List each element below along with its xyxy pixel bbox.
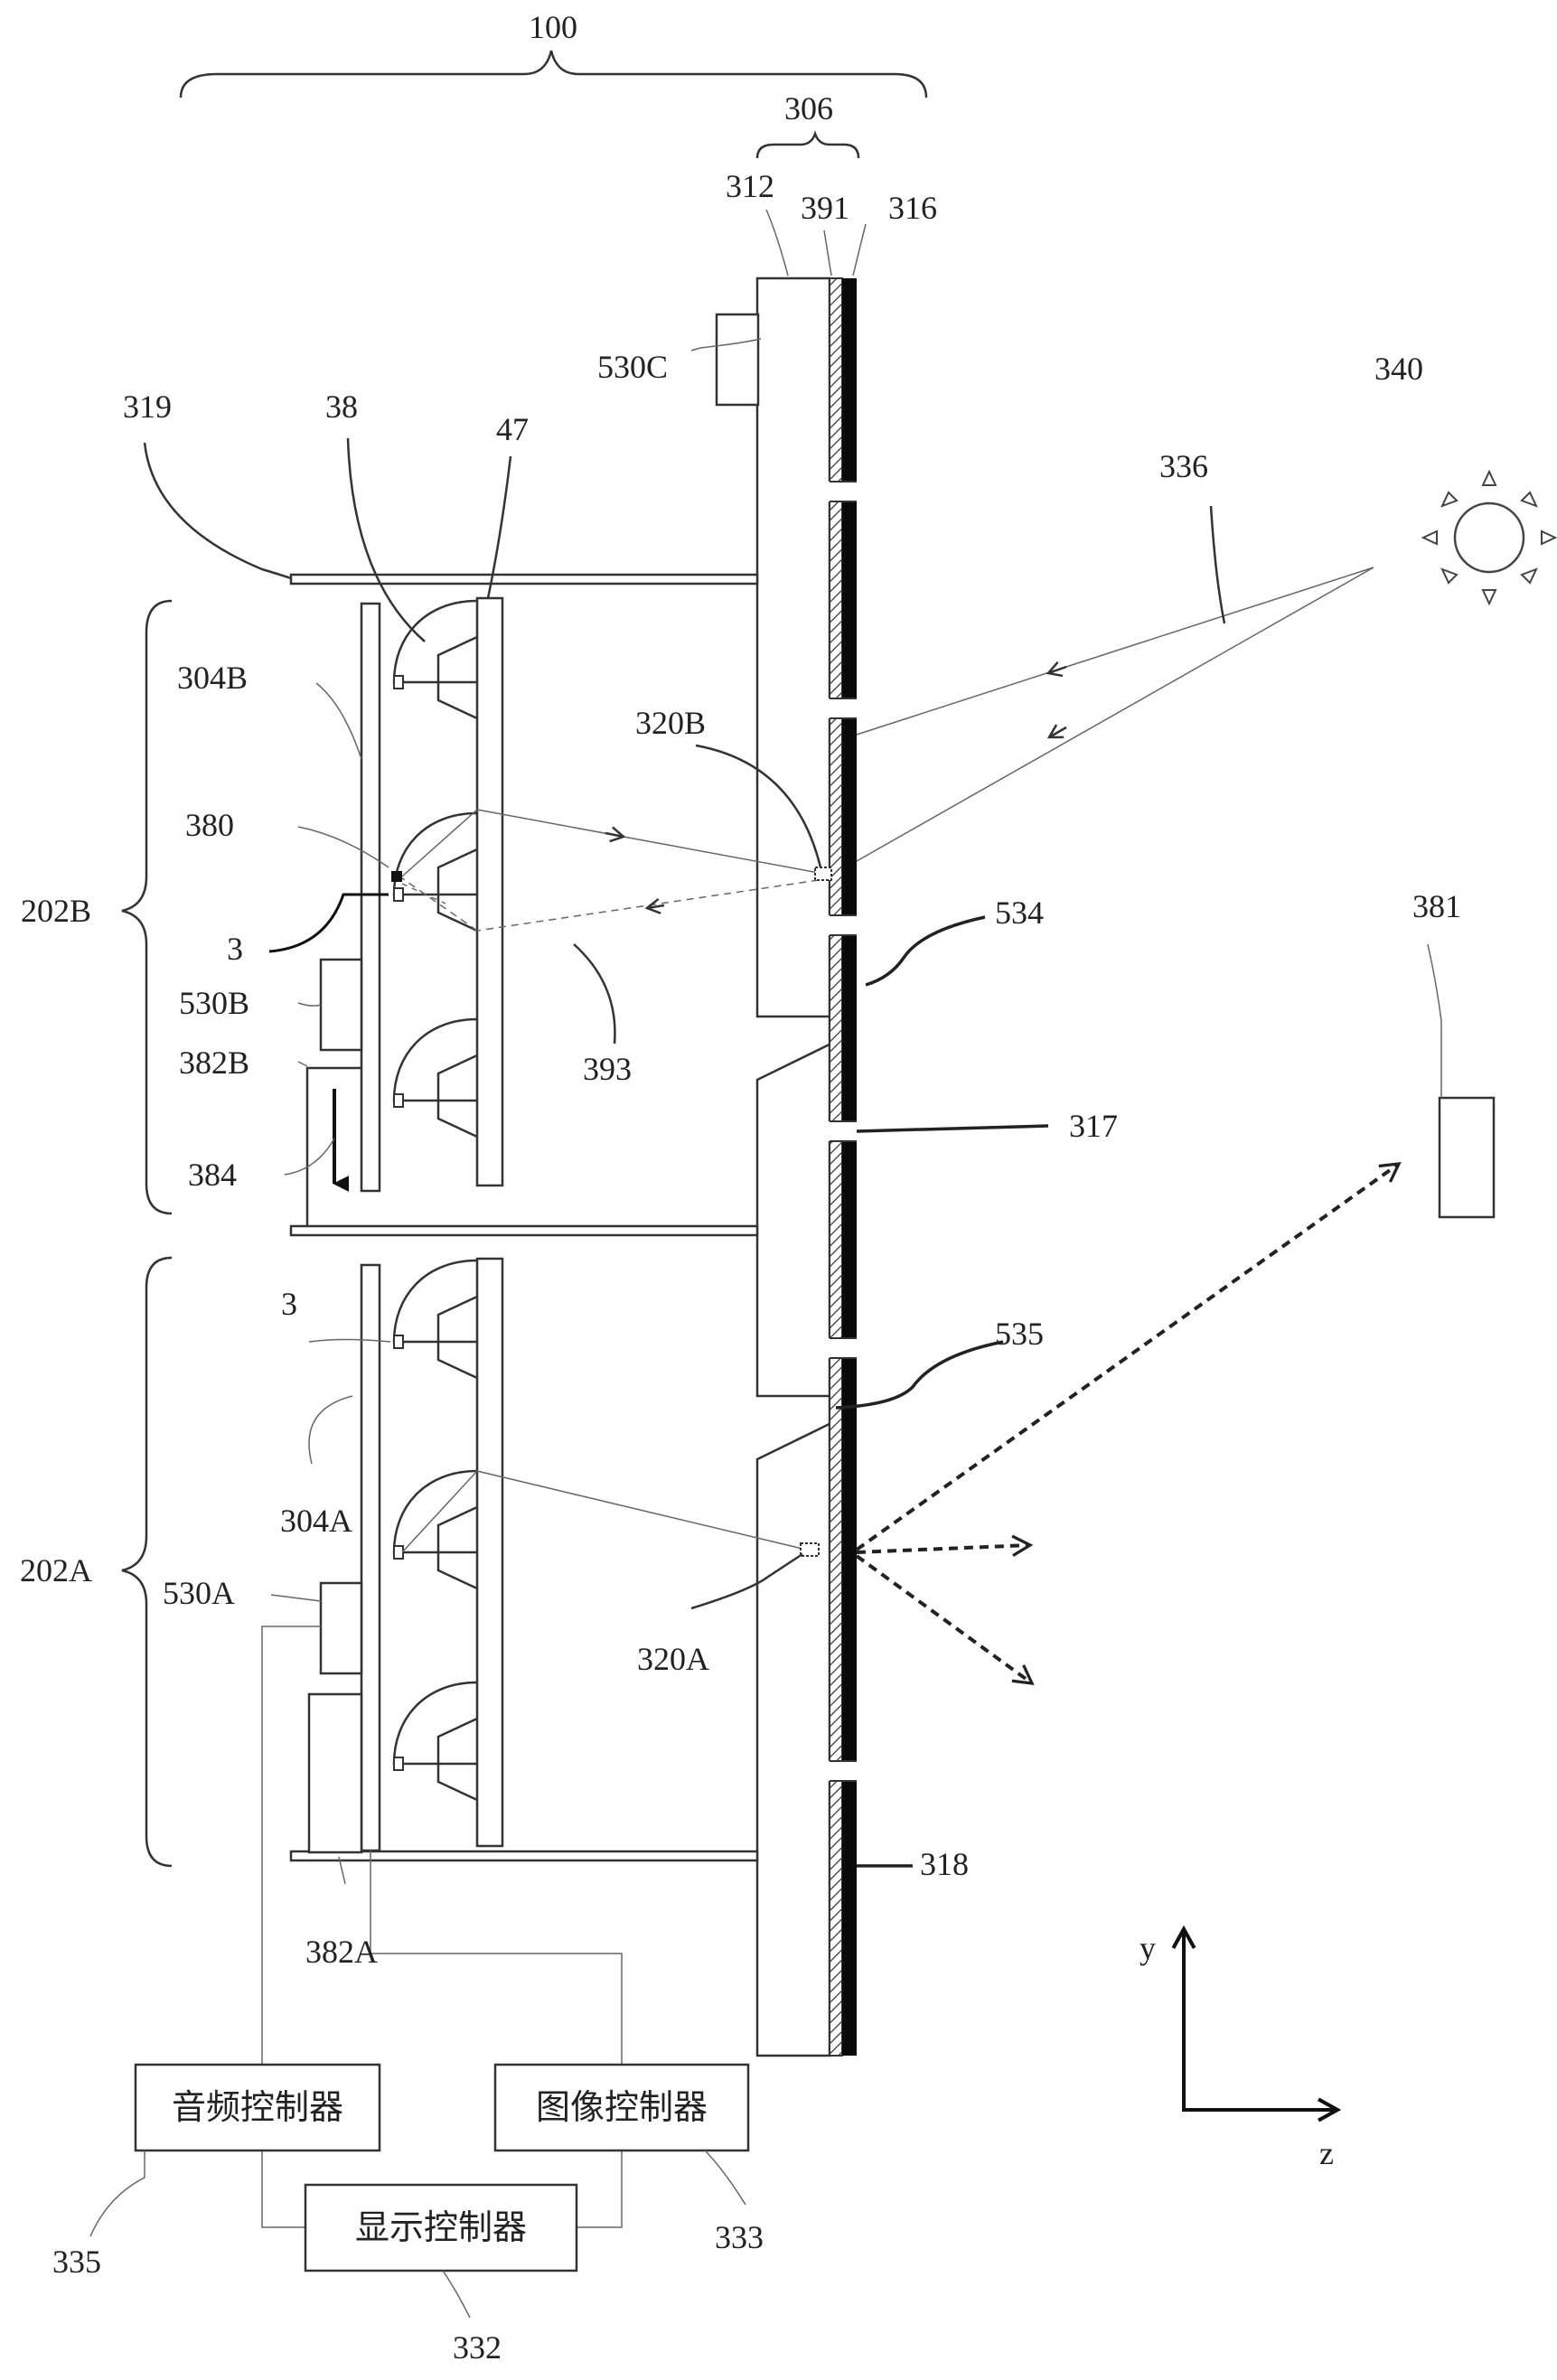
label-316: 316 bbox=[888, 190, 937, 226]
absorber-layer bbox=[842, 278, 857, 2056]
lens-plate-a bbox=[475, 1257, 504, 1848]
reflected-ray bbox=[401, 877, 820, 932]
label-381: 381 bbox=[1412, 888, 1461, 924]
label-312: 312 bbox=[726, 168, 774, 204]
shelf-middle bbox=[289, 1224, 759, 1237]
sun-icon bbox=[1421, 469, 1557, 606]
axis-z-label: z bbox=[1319, 2135, 1334, 2171]
wiring bbox=[261, 1626, 623, 2228]
audio-controller-label: 音频控制器 bbox=[172, 2087, 343, 2127]
label-340: 340 bbox=[1374, 351, 1423, 387]
lens-plate-b bbox=[475, 596, 504, 1187]
speaker-b bbox=[319, 958, 363, 1052]
label-384: 384 bbox=[188, 1157, 237, 1193]
viewing-rays bbox=[855, 1162, 1402, 1685]
point-320a bbox=[800, 1542, 820, 1557]
display-controller-label: 显示控制器 bbox=[355, 2207, 527, 2247]
shelf-top bbox=[289, 573, 759, 586]
label-3-b: 3 bbox=[227, 931, 243, 967]
gap-outlines bbox=[830, 481, 857, 1782]
label-391: 391 bbox=[801, 190, 849, 226]
label-335: 335 bbox=[52, 2244, 101, 2280]
speaker-a bbox=[319, 1581, 363, 1675]
panel-a bbox=[360, 1263, 381, 1852]
screen-substrate bbox=[755, 276, 842, 2057]
controller-leaders bbox=[89, 2150, 746, 2319]
shelf-bottom bbox=[289, 1850, 759, 1862]
viewer bbox=[1438, 1096, 1496, 1219]
projected-ray-b bbox=[401, 809, 820, 877]
label-332: 332 bbox=[453, 2329, 502, 2366]
label-38: 38 bbox=[325, 389, 358, 425]
label-320a: 320A bbox=[637, 1641, 709, 1677]
system-brace bbox=[179, 50, 928, 98]
label-202b: 202B bbox=[21, 893, 91, 929]
label-336: 336 bbox=[1159, 448, 1208, 484]
projected-ray-a bbox=[401, 1470, 803, 1553]
label-393: 393 bbox=[583, 1051, 632, 1087]
label-317: 317 bbox=[1069, 1108, 1118, 1144]
label-530b: 530B bbox=[179, 985, 249, 1021]
label-304a: 304A bbox=[280, 1503, 352, 1539]
axis-y-label: y bbox=[1140, 1930, 1156, 1966]
lens-array-b bbox=[392, 599, 478, 1138]
actuator-a bbox=[307, 1692, 363, 1854]
lens-array-a bbox=[392, 1259, 478, 1802]
image-controller-label: 图像控制器 bbox=[536, 2087, 708, 2127]
label-319: 319 bbox=[123, 389, 172, 425]
ambient-rays bbox=[856, 567, 1374, 862]
display-controller-box bbox=[304, 2183, 578, 2272]
segment-gaps bbox=[826, 482, 862, 1781]
label-534: 534 bbox=[995, 895, 1044, 931]
screen-brace bbox=[755, 130, 860, 159]
label-306: 306 bbox=[784, 90, 833, 126]
label-100: 100 bbox=[529, 9, 577, 45]
panel-b bbox=[360, 602, 381, 1193]
label-318: 318 bbox=[920, 1846, 969, 1882]
actuator-b bbox=[305, 1066, 361, 1226]
label-333: 333 bbox=[715, 2219, 764, 2255]
label-202a: 202A bbox=[20, 1552, 92, 1588]
label-380: 380 bbox=[185, 807, 234, 843]
label-530a: 530A bbox=[163, 1575, 235, 1611]
axes bbox=[1171, 1925, 1342, 2122]
label-535: 535 bbox=[995, 1316, 1044, 1352]
image-controller-box bbox=[493, 2063, 750, 2152]
label-3-a: 3 bbox=[281, 1286, 297, 1322]
diffuser-layer bbox=[829, 277, 843, 2057]
label-382a: 382A bbox=[305, 1934, 378, 1970]
leader-lines bbox=[143, 209, 1442, 1885]
label-320b: 320B bbox=[635, 705, 706, 741]
speaker-top bbox=[715, 313, 760, 407]
brace-202a bbox=[121, 1256, 173, 1868]
label-530c: 530C bbox=[597, 349, 668, 385]
audio-controller-box bbox=[134, 2063, 381, 2152]
label-47: 47 bbox=[496, 411, 529, 447]
brace-202b bbox=[121, 599, 173, 1215]
point-320b bbox=[814, 867, 832, 881]
pixel-380 bbox=[391, 871, 402, 882]
label-382b: 382B bbox=[179, 1045, 249, 1081]
label-304b: 304B bbox=[177, 660, 248, 696]
